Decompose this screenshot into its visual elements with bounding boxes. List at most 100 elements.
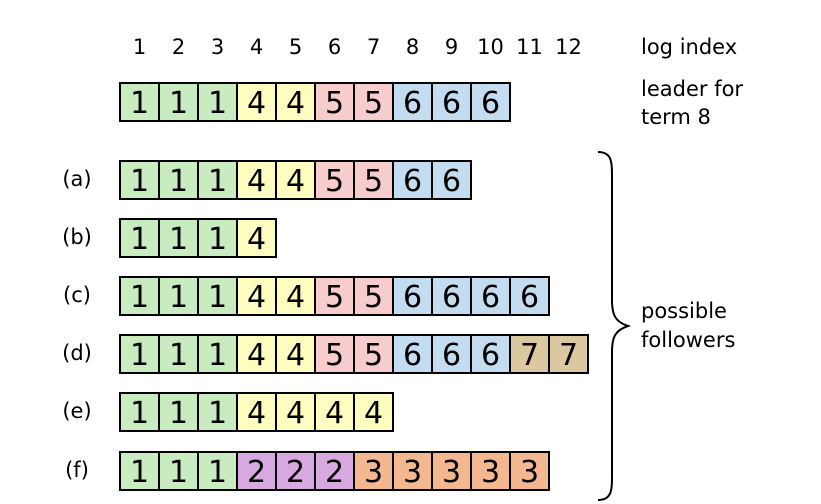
follower-a-entry-9 xyxy=(431,160,472,200)
follower-c-entry-5 xyxy=(275,276,316,316)
log-index-7: 7 xyxy=(367,35,380,59)
bracket-label-line1: possible xyxy=(641,299,727,323)
log-index-5: 5 xyxy=(289,35,302,59)
follower-d-entry-12 xyxy=(548,334,589,374)
leader-entry-6-term: 5 xyxy=(325,86,344,121)
follower-f-entry-11 xyxy=(509,451,550,491)
leader-label-line1: leader for xyxy=(641,77,743,101)
follower-c-entry-10-term: 6 xyxy=(481,280,500,315)
follower-a-entry-6-term: 5 xyxy=(325,164,344,199)
follower-b-entry-2 xyxy=(158,218,199,258)
follower-f-entry-7-term: 3 xyxy=(364,455,383,490)
follower-label-d: (d) xyxy=(62,341,92,365)
follower-e-entry-4-term: 4 xyxy=(247,396,266,431)
follower-f-entry-2 xyxy=(158,451,199,491)
follower-d-entry-3-term: 1 xyxy=(208,338,227,373)
log-index-3: 3 xyxy=(211,35,224,59)
leader-entry-2 xyxy=(158,82,199,122)
follower-c-entry-6-term: 5 xyxy=(325,280,344,315)
follower-c-entry-4-term: 4 xyxy=(247,280,266,315)
follower-c-entry-2 xyxy=(158,276,199,316)
follower-e-entry-5 xyxy=(275,392,316,432)
follower-a-entry-2-term: 1 xyxy=(169,164,188,199)
follower-a-entry-3 xyxy=(197,160,238,200)
log-index-6: 6 xyxy=(328,35,341,59)
follower-d-entry-6-term: 5 xyxy=(325,338,344,373)
follower-f-entry-6 xyxy=(314,451,355,491)
follower-c-entry-8-term: 6 xyxy=(403,280,422,315)
follower-e-entry-7 xyxy=(353,392,394,432)
leader-entry-10-term: 6 xyxy=(481,86,500,121)
follower-label-c: (c) xyxy=(63,283,91,307)
curly-brace xyxy=(597,151,632,501)
log-index-12: 12 xyxy=(555,35,582,59)
follower-f-entry-10-term: 3 xyxy=(481,455,500,490)
follower-a-entry-1-term: 1 xyxy=(130,164,149,199)
follower-f-entry-1-term: 1 xyxy=(130,455,149,490)
leader-entry-7-term: 5 xyxy=(364,86,383,121)
follower-b-entry-4 xyxy=(236,218,277,258)
follower-d-entry-10-term: 6 xyxy=(481,338,500,373)
follower-a-entry-6 xyxy=(314,160,355,200)
follower-e-entry-3 xyxy=(197,392,238,432)
follower-b-entry-1 xyxy=(119,218,160,258)
follower-c-entry-9-term: 6 xyxy=(442,280,461,315)
follower-f-entry-9-term: 3 xyxy=(442,455,461,490)
follower-d-entry-12-term: 7 xyxy=(559,338,578,373)
follower-c-entry-3-term: 1 xyxy=(208,280,227,315)
follower-c-entry-2-term: 1 xyxy=(169,280,188,315)
follower-d-entry-8-term: 6 xyxy=(403,338,422,373)
leader-entry-3-term: 1 xyxy=(208,86,227,121)
follower-a-entry-2 xyxy=(158,160,199,200)
log-index-8: 8 xyxy=(406,35,419,59)
follower-e-entry-1 xyxy=(119,392,160,432)
follower-b-entry-2-term: 1 xyxy=(169,222,188,257)
follower-d-entry-2-term: 1 xyxy=(169,338,188,373)
follower-d-entry-11 xyxy=(509,334,550,374)
follower-f-entry-9 xyxy=(431,451,472,491)
follower-f-entry-8-term: 3 xyxy=(403,455,422,490)
log-index-2: 2 xyxy=(172,35,185,59)
follower-b-entry-4-term: 4 xyxy=(247,222,266,257)
follower-c-entry-11-term: 6 xyxy=(520,280,539,315)
leader-entry-5-term: 4 xyxy=(286,86,305,121)
follower-a-entry-9-term: 6 xyxy=(442,164,461,199)
follower-e-entry-5-term: 4 xyxy=(286,396,305,431)
follower-d-entry-8 xyxy=(392,334,433,374)
follower-b-entry-1-term: 1 xyxy=(130,222,149,257)
follower-a-entry-7-term: 5 xyxy=(364,164,383,199)
follower-f-entry-1 xyxy=(119,451,160,491)
leader-entry-2-term: 1 xyxy=(169,86,188,121)
follower-label-e: (e) xyxy=(62,399,91,423)
log-index-10: 10 xyxy=(477,35,504,59)
follower-d-entry-1 xyxy=(119,334,160,374)
follower-label-a: (a) xyxy=(62,167,91,191)
follower-b-entry-3-term: 1 xyxy=(208,222,227,257)
leader-entry-1-term: 1 xyxy=(130,86,149,121)
leader-entry-9-term: 6 xyxy=(442,86,461,121)
follower-d-entry-7 xyxy=(353,334,394,374)
follower-c-entry-7-term: 5 xyxy=(364,280,383,315)
follower-f-entry-5-term: 2 xyxy=(286,455,305,490)
follower-c-entry-4 xyxy=(236,276,277,316)
follower-d-entry-4 xyxy=(236,334,277,374)
follower-label-f: (f) xyxy=(65,458,89,482)
log-index-1: 1 xyxy=(133,35,146,59)
leader-entry-5 xyxy=(275,82,316,122)
follower-d-entry-2 xyxy=(158,334,199,374)
follower-d-entry-6 xyxy=(314,334,355,374)
follower-c-entry-1-term: 1 xyxy=(130,280,149,315)
follower-a-entry-3-term: 1 xyxy=(208,164,227,199)
follower-f-entry-3 xyxy=(197,451,238,491)
follower-e-entry-2-term: 1 xyxy=(169,396,188,431)
log-index-4: 4 xyxy=(250,35,263,59)
follower-e-entry-1-term: 1 xyxy=(130,396,149,431)
